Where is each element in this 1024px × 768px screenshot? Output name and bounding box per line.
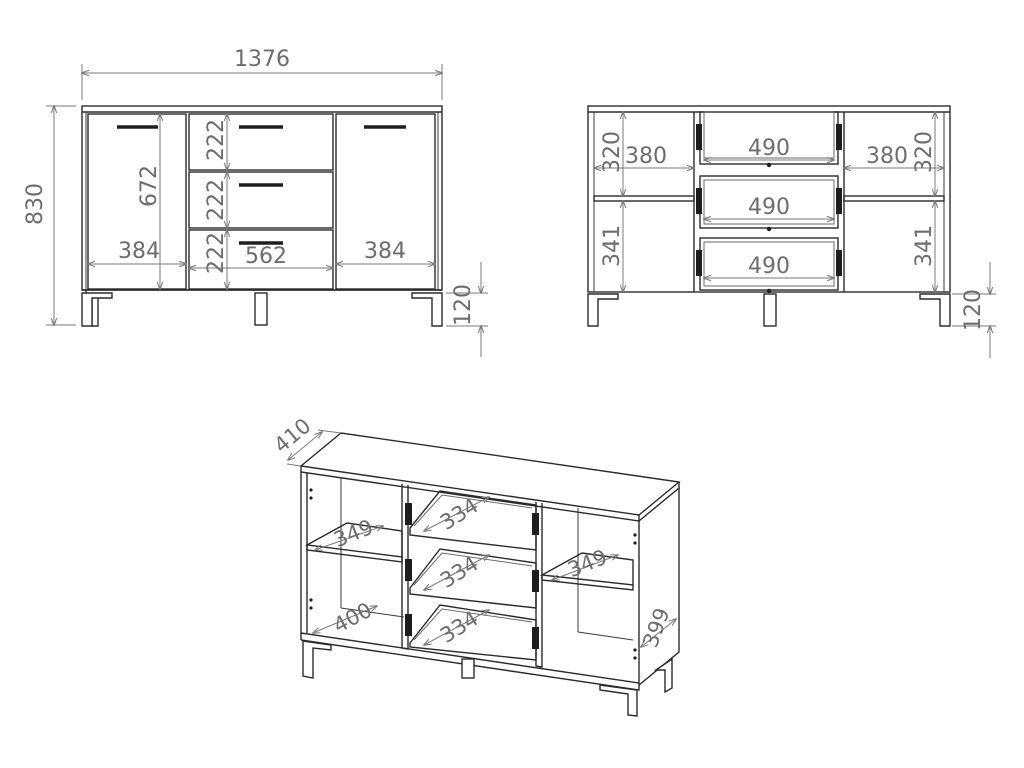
- perspective-drawer-3-depth-label: 334: [436, 606, 483, 648]
- perspective-left-shelf-depth-label: 349: [330, 515, 376, 552]
- perspective-left-bottom-depth-label: 400: [329, 598, 376, 638]
- front-right-door: [335, 113, 436, 290]
- front-door-height-label: 672: [137, 165, 162, 207]
- interior-drawer-2-width-label: 490: [748, 195, 790, 220]
- interior-drawer-boxes: [696, 111, 842, 294]
- front-overall-width-label: 1376: [234, 47, 290, 72]
- perspective-top-depth-label: 410: [269, 414, 315, 458]
- front-right-door-width-label: 384: [364, 239, 406, 264]
- front-view: 1376 830 672 384 222 222 222 562 384 120: [23, 47, 488, 357]
- interior-drawer-3-width-label: 490: [748, 254, 790, 279]
- perspective-right-shelf-depth-label: 349: [564, 545, 610, 582]
- front-left-door: [87, 113, 187, 290]
- interior-cabinet-body: [587, 105, 951, 293]
- interior-leg-height-label: 120: [961, 289, 986, 331]
- front-overall-height-label: 830: [23, 183, 48, 225]
- perspective-cabinet-body: [299, 432, 681, 691]
- perspective-legs: [302, 640, 673, 717]
- perspective-side-depth-label: 399: [638, 605, 674, 651]
- perspective-view: 410 349 400 334 334 334 349 399: [269, 414, 681, 717]
- interior-view: 320 380 341 380 320 341 490 490 490 120: [587, 105, 996, 358]
- front-drawers: [188, 113, 334, 290]
- interior-right-upper-width-label: 380: [866, 144, 908, 169]
- perspective-dimension-lines: [287, 429, 676, 647]
- front-drawer-width-label: 562: [245, 244, 287, 269]
- interior-left-upper-height-label: 320: [600, 131, 625, 173]
- front-drawer-3-height-label: 222: [204, 232, 229, 274]
- front-drawer-2-height-label: 222: [204, 179, 229, 221]
- front-left-door-width-label: 384: [118, 239, 160, 264]
- interior-left-upper-width-label: 380: [625, 144, 667, 169]
- interior-legs: [587, 293, 951, 327]
- front-drawer-1-height-label: 222: [204, 119, 229, 161]
- interior-right-upper-height-label: 320: [912, 131, 937, 173]
- interior-dimension-lines: [594, 112, 996, 358]
- interior-right-lower-height-label: 341: [912, 225, 937, 267]
- front-leg-height-label: 120: [451, 284, 476, 326]
- front-cabinet-body: [81, 105, 443, 291]
- perspective-drawers: [405, 490, 539, 661]
- front-legs: [81, 290, 443, 327]
- front-dimension-lines: [46, 64, 488, 357]
- interior-left-lower-height-label: 341: [600, 225, 625, 267]
- interior-drawer-1-width-label: 490: [748, 136, 790, 161]
